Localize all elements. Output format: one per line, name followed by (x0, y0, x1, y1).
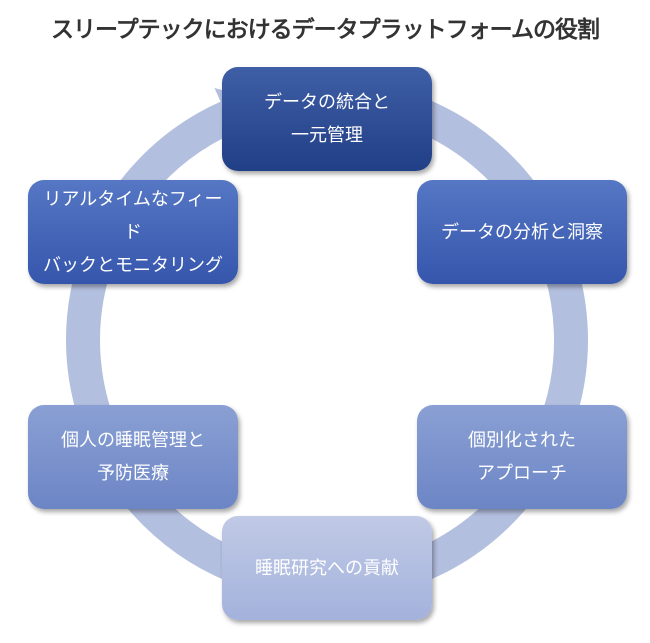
node-label: リアルタイムなフィード バックとモニタリング (43, 188, 223, 276)
node-label: 個人の睡眠管理と 予防医療 (61, 430, 205, 484)
node-data-analysis: データの分析と洞察 (417, 180, 627, 284)
node-data-integration: データの統合と 一元管理 (222, 67, 432, 171)
node-personal-sleep-management: 個人の睡眠管理と 予防医療 (28, 405, 238, 509)
node-sleep-research: 睡眠研究への貢献 (222, 516, 432, 620)
node-label: データの統合と 一元管理 (264, 92, 390, 146)
diagram-title: スリープテックにおけるデータプラットフォームの役割 (51, 17, 600, 43)
node-personalized-approach: 個別化された アプローチ (417, 405, 627, 509)
node-label: データの分析と洞察 (441, 221, 603, 243)
node-label: 睡眠研究への貢献 (255, 557, 399, 579)
node-label: 個別化された アプローチ (468, 430, 576, 484)
node-realtime-feedback: リアルタイムなフィード バックとモニタリング (28, 180, 238, 284)
